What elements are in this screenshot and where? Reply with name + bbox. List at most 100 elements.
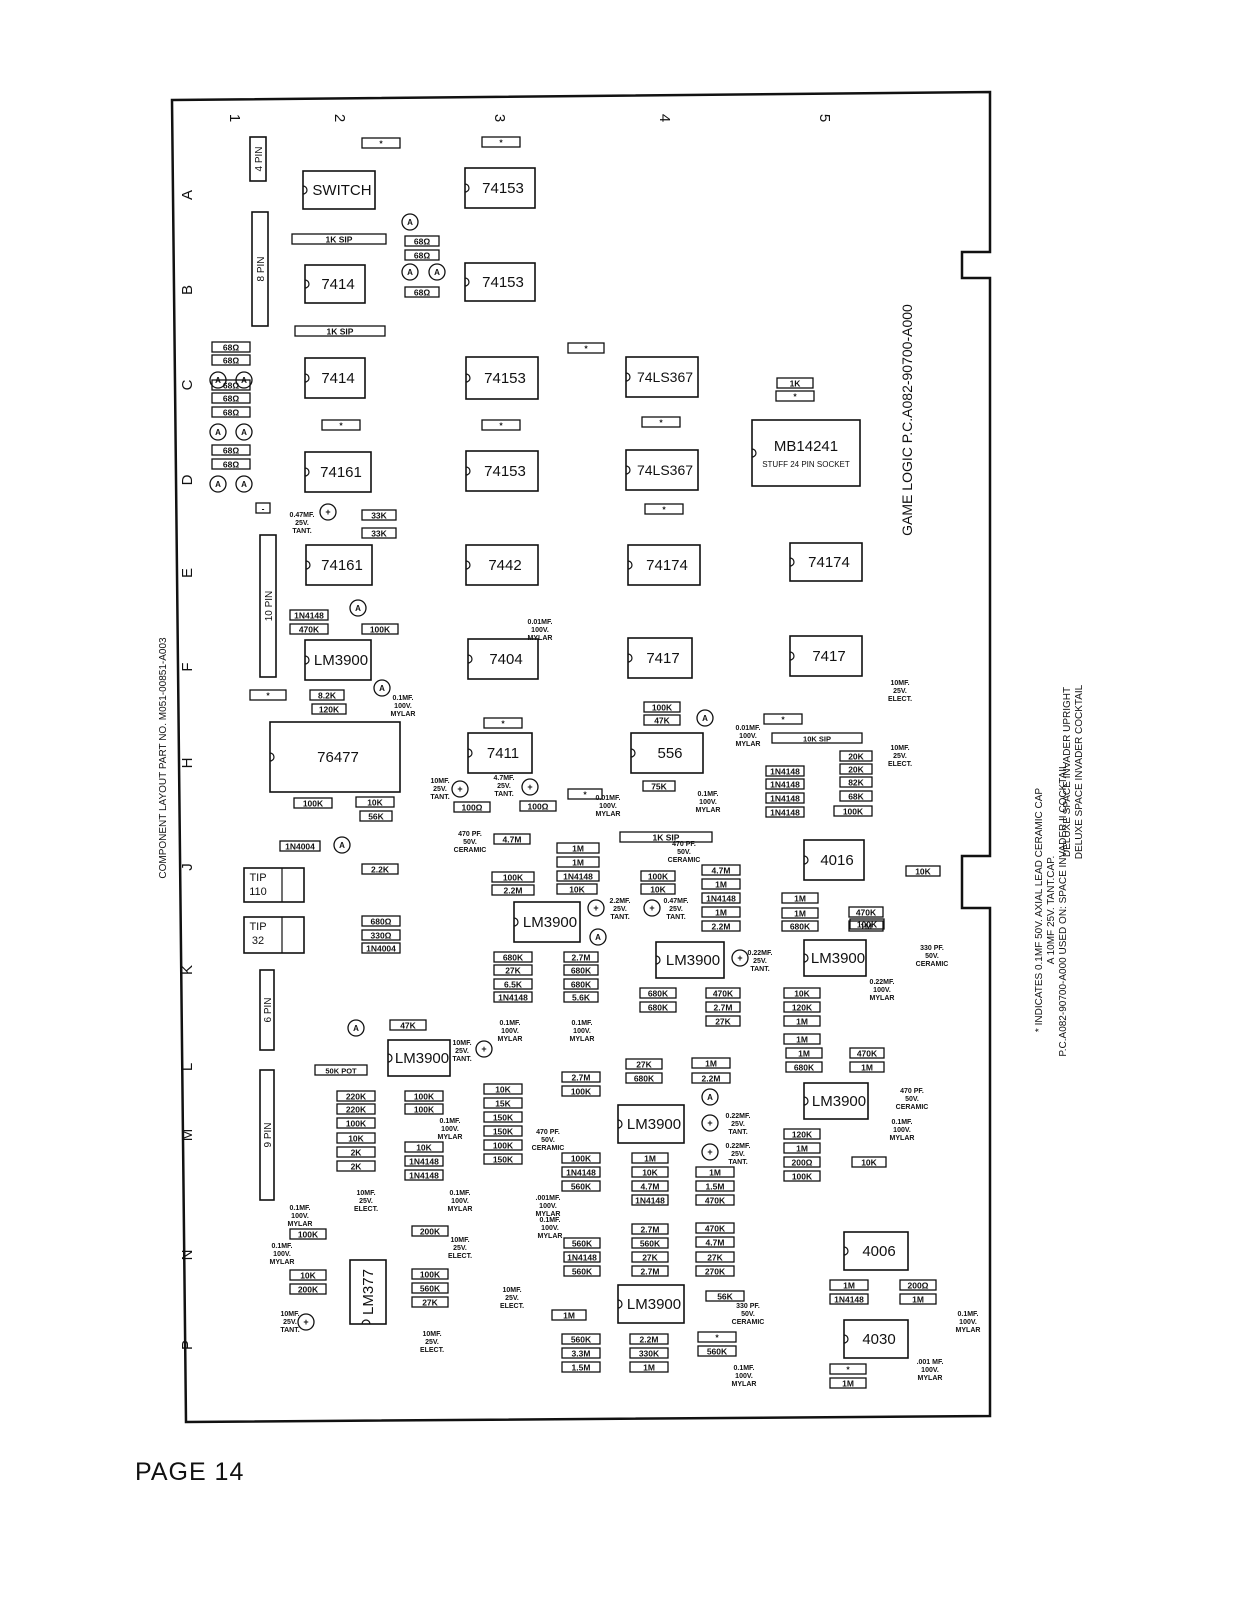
part-label: 27K — [642, 1253, 658, 1263]
cap-line: 50V. — [905, 1096, 919, 1103]
passive-part: * — [361, 137, 401, 149]
part-label: 1N4004 — [285, 842, 315, 852]
cap-line: 50V. — [925, 953, 939, 960]
tant-cap-symbol: A — [696, 709, 714, 727]
tant-mark: + — [649, 903, 654, 913]
cap-line: 0.1MF. — [439, 1118, 460, 1125]
capacitor-label: 0.01MF.100V.MYLAR — [596, 795, 621, 818]
cap-line: MYLAR — [890, 1135, 915, 1142]
column-label: 3 — [491, 114, 508, 122]
part-label: 6.5K — [504, 980, 523, 990]
part-label: * — [499, 138, 503, 148]
passive-part: 680K — [785, 1061, 823, 1073]
connector-label: 6 PIN — [263, 997, 274, 1022]
part-label: 1M — [563, 1311, 575, 1321]
part-label: 100K — [843, 807, 864, 817]
cap-line: 100V. — [599, 803, 617, 810]
part-label: 3.3M — [572, 1349, 591, 1359]
part-label: 1M — [715, 880, 727, 890]
passive-part: 68Ω — [404, 249, 440, 261]
passive-part: 75K — [642, 780, 676, 792]
passive-part: 150K — [483, 1111, 523, 1123]
passive-part: 1N4148 — [765, 806, 805, 818]
chip-label: 74153 — [484, 370, 526, 387]
cap-line: 100V. — [873, 987, 891, 994]
chip-label: LM3900 — [523, 914, 577, 931]
chip-label: 74174 — [646, 557, 688, 574]
passive-part: 10K — [289, 1269, 327, 1281]
part-label: 1M — [794, 909, 806, 919]
chip-label: LM3900 — [627, 1116, 681, 1133]
passive-part: 2.2M — [629, 1333, 669, 1345]
ic-chip: 7417 — [627, 637, 693, 679]
passive-part: 2.2M — [491, 884, 535, 896]
passive-part: * — [829, 1363, 867, 1375]
passive-part: 1N4148 — [701, 892, 741, 904]
part-label: 56K — [717, 1292, 733, 1302]
passive-part: 8.2K — [309, 689, 345, 701]
passive-part: * — [249, 689, 287, 701]
note-line: P.C.A082-90700-A000 USED ON: SPACE INVAD… — [1058, 763, 1069, 1057]
chip-label: 556 — [657, 745, 682, 762]
cap-line: 25V. — [669, 906, 683, 913]
row-label: F — [179, 662, 196, 671]
passive-part: 2.2M — [701, 920, 741, 932]
cap-line: 100V. — [541, 1225, 559, 1232]
passive-part: * — [481, 136, 521, 148]
connector-header — [259, 969, 275, 1051]
passive-part: 120K — [311, 703, 347, 715]
tant-cap-symbol: A — [373, 679, 391, 697]
part-label: 470K — [705, 1196, 726, 1206]
part-label: 1N4148 — [770, 780, 800, 790]
capacitor-label: .001 MF.100V.MYLAR — [917, 1359, 944, 1382]
cap-line: TANT. — [750, 966, 769, 973]
passive-part: 1N4148 — [404, 1155, 444, 1167]
part-label: 10K — [650, 885, 666, 895]
passive-part: 10K — [404, 1141, 444, 1153]
row-label: N — [179, 1250, 196, 1261]
row-label: H — [179, 758, 196, 769]
passive-part: 50K POT — [314, 1064, 368, 1076]
part-label: 470K — [299, 625, 320, 635]
part-label: 120K — [792, 1003, 813, 1013]
ic-chip: 7442 — [465, 544, 539, 586]
capacitor-label: 0.1MF.100V.MYLAR — [956, 1311, 981, 1334]
ic-chip: 74153 — [464, 167, 536, 209]
part-label: 1N4148 — [409, 1157, 439, 1167]
cap-line: 0.01MF. — [528, 619, 553, 626]
passive-part: 100K — [336, 1117, 376, 1129]
chip-label: LM3900 — [811, 950, 865, 967]
part-label: 1N4148 — [498, 993, 528, 1003]
passive-part: 68Ω — [211, 444, 251, 456]
cap-line: 100V. — [451, 1198, 469, 1205]
part-label: * — [793, 392, 797, 402]
part-label: 2.7M — [641, 1225, 660, 1235]
cap-line: 0.1MF. — [392, 695, 413, 702]
cap-line: 100V. — [921, 1367, 939, 1374]
ic-chip: LM3900 — [617, 1284, 685, 1324]
tant-mark: + — [527, 782, 532, 792]
tant-mark: A — [355, 604, 361, 613]
cap-line: 0.22MF. — [726, 1143, 751, 1150]
part-label: 4.7M — [503, 835, 522, 845]
cap-line: TANT. — [666, 914, 685, 921]
passive-part: 100Ω — [519, 800, 557, 812]
passive-part: 1M — [829, 1377, 867, 1389]
cap-line: 25V. — [455, 1048, 469, 1055]
tant-mark: A — [434, 268, 440, 277]
ic-chip: LM3900 — [617, 1104, 685, 1144]
passive-part: 10K — [556, 883, 598, 895]
passive-part: 100K — [833, 805, 873, 817]
passive-part: 560K — [561, 1333, 601, 1345]
passive-part: 100K — [561, 1152, 601, 1164]
part-label: 100K — [370, 625, 391, 635]
passive-part: 27K — [695, 1251, 735, 1263]
part-label: 1M — [843, 1281, 855, 1291]
cap-line: 10MF. — [890, 680, 909, 687]
cap-line: .001MF. — [536, 1195, 561, 1202]
cap-line: MYLAR — [870, 995, 895, 1002]
passive-part: 560K — [563, 1265, 601, 1277]
cap-line: MYLAR — [448, 1206, 473, 1213]
part-label: 1M — [796, 1144, 808, 1154]
